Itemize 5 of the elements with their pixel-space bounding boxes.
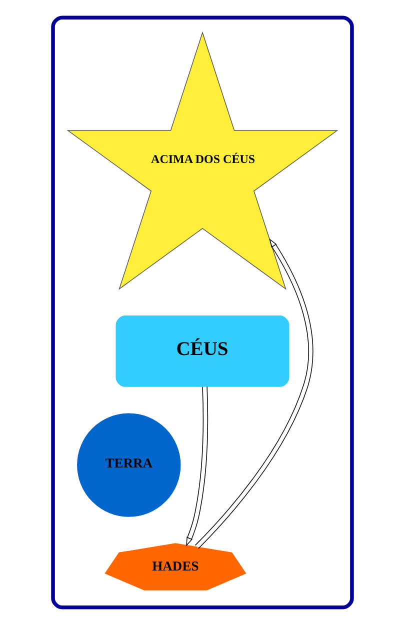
node-box: CÉUS [116, 316, 290, 387]
arrow [194, 238, 314, 549]
cluster [51, 16, 354, 610]
node-circle: TERRA [77, 413, 181, 517]
arrow [186, 386, 208, 546]
